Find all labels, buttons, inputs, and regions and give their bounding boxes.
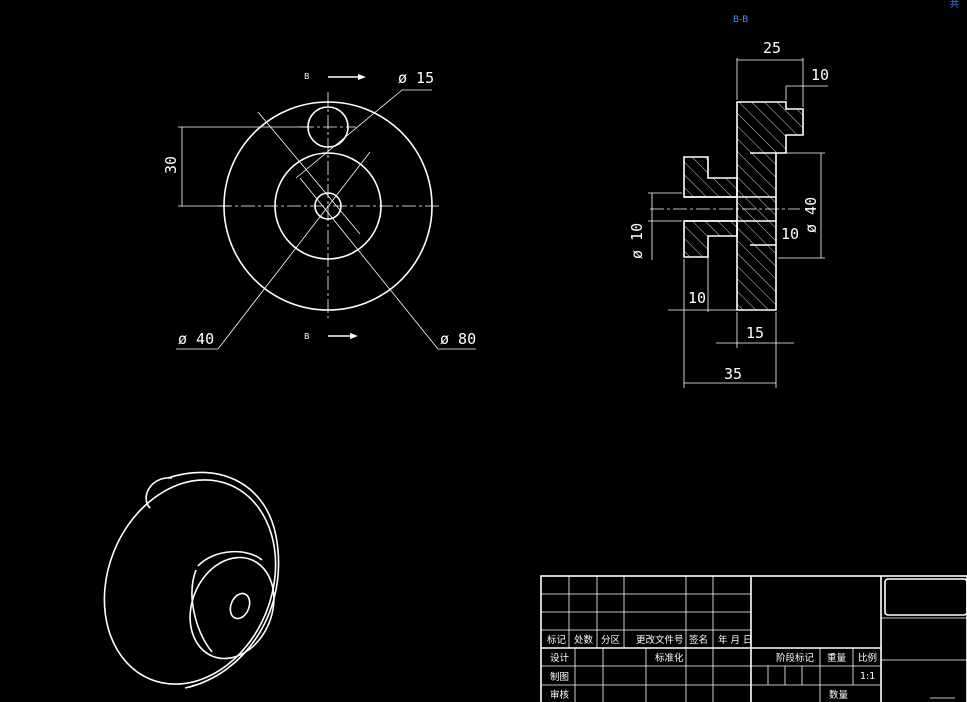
dim-10-bottom: 10 (688, 289, 706, 307)
hub-section-bottom (683, 220, 738, 258)
hub-bore (229, 592, 251, 620)
section-view: 25 10 ø 10 10 ø 40 10 15 35 (628, 39, 829, 388)
dim-bore-10: ø 10 (628, 223, 646, 259)
dim-40: ø 40 (802, 197, 820, 233)
disc-front-face (103, 479, 277, 685)
tb-standardize: 标准化 (655, 652, 684, 664)
back-boss-arc (145, 477, 173, 509)
tb-design: 设计 (550, 652, 570, 664)
title-block: 标记 处数 分区 更改文件号 签名 年 月 日 设计 标准化 阶段标记 重量 比… (540, 575, 967, 702)
dim-10-top: 10 (811, 66, 829, 84)
leader-line (257, 111, 361, 235)
hub-side (191, 569, 213, 653)
flange-section (736, 101, 804, 311)
tb-review: 审核 (550, 689, 570, 701)
hub-face (189, 556, 275, 660)
cut-label-bottom: B (304, 332, 310, 341)
isometric-view (103, 471, 280, 689)
dim-offset-30: 30 (162, 156, 180, 174)
dim-25: 25 (763, 39, 781, 57)
dim-35: 35 (724, 365, 742, 383)
disc-rim-top (167, 471, 277, 537)
tb-date: 年 月 日 (718, 634, 753, 646)
dim-15: 15 (746, 324, 764, 342)
dim-outer-diameter: ø 80 (440, 330, 476, 348)
title-block-border (540, 575, 967, 702)
cut-arrow-bottom (350, 333, 358, 339)
dim-10-inner: 10 (781, 225, 799, 243)
tb-count: 处数 (574, 634, 594, 646)
hub-top (197, 550, 263, 567)
cut-arrow-top (358, 74, 366, 80)
cut-label-top: B (304, 72, 310, 81)
tb-quantity: 数量 (829, 689, 849, 701)
disc-rim-right (184, 535, 280, 689)
tb-mark: 标记 (547, 634, 567, 646)
tb-change-doc: 更改文件号 (636, 634, 684, 646)
tb-stage-mark: 阶段标记 (776, 652, 815, 664)
tb-sign: 签名 (689, 634, 708, 646)
tb-weight: 重量 (827, 652, 847, 664)
tb-scale-value: 1:1 (860, 671, 875, 682)
leader-outer (299, 177, 439, 350)
tb-zone: 分区 (601, 635, 621, 646)
name-box (884, 578, 967, 616)
leader-hole (295, 89, 403, 179)
section-view-label: B-B (733, 15, 748, 25)
corner-text: 共 (950, 0, 959, 10)
tb-scale: 比例 (858, 652, 877, 664)
hub-section-top (683, 156, 738, 198)
front-view: B B ø 15 30 ø 40 ø 80 (162, 69, 476, 350)
leader-hub (217, 151, 371, 350)
dim-hub-diameter: ø 40 (178, 330, 214, 348)
dim-hole-diameter: ø 15 (398, 69, 434, 87)
tb-drawing: 制图 (550, 671, 569, 683)
